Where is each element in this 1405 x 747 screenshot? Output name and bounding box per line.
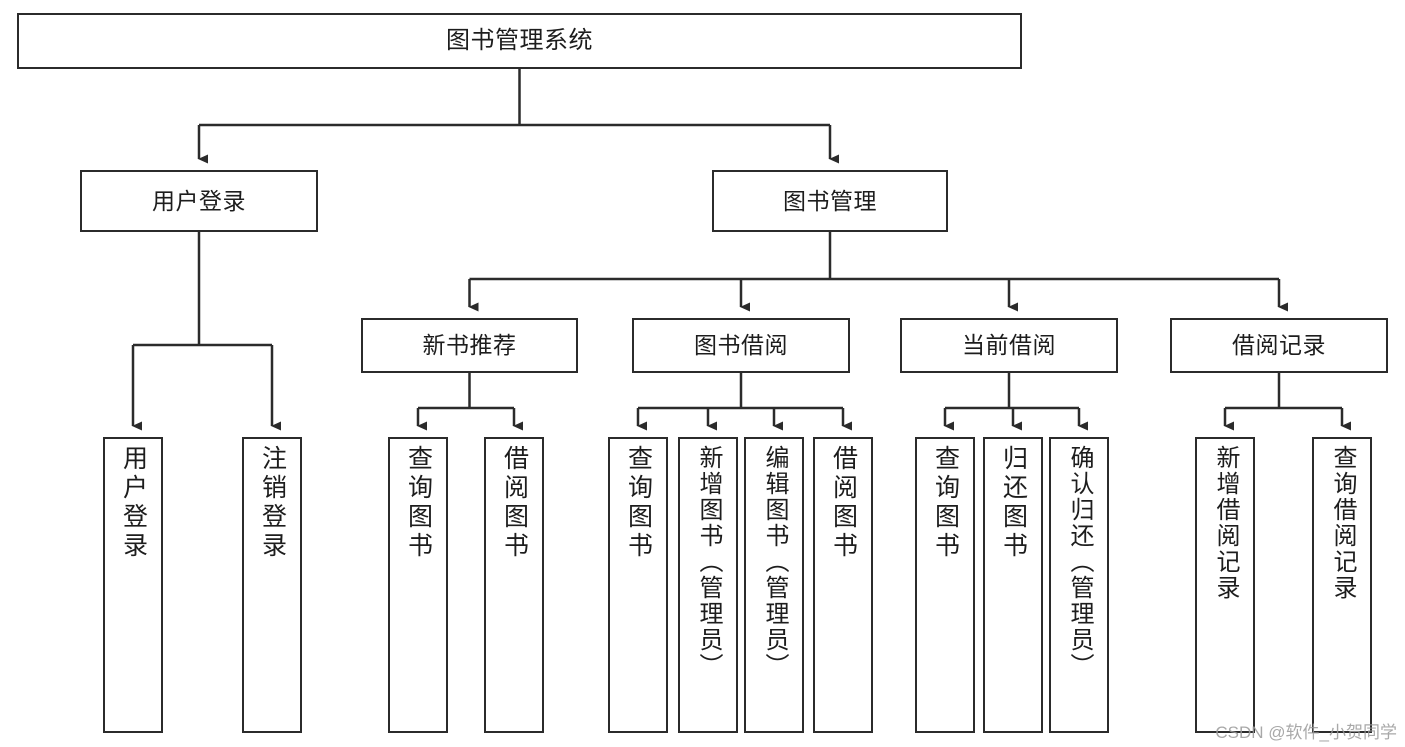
- leaf-user-login[interactable]: 用户登录: [103, 437, 163, 733]
- node-current-borrow-label: 当前借阅: [962, 332, 1056, 359]
- node-root-label: 图书管理系统: [446, 27, 593, 55]
- leaf-query-book-recommend[interactable]: 查询图书: [388, 437, 448, 733]
- leaf-query-book-current[interactable]: 查询图书: [915, 437, 975, 733]
- leaf-return-book-label: 归还图书: [999, 445, 1028, 561]
- leaf-edit-book-admin-label: 编辑图书（管理员）: [761, 445, 788, 679]
- node-book-management[interactable]: 图书管理: [712, 170, 948, 232]
- node-user-login-label: 用户登录: [152, 187, 246, 214]
- leaf-borrow-book-recommend-label: 借阅图书: [500, 445, 529, 561]
- node-borrow-record-label: 借阅记录: [1232, 332, 1326, 359]
- leaf-add-borrow-record[interactable]: 新增借阅记录: [1195, 437, 1255, 733]
- leaf-query-borrow-record[interactable]: 查询借阅记录: [1312, 437, 1372, 733]
- leaf-add-book-admin[interactable]: 新增图书（管理员）: [678, 437, 738, 733]
- leaf-edit-book-admin[interactable]: 编辑图书（管理员）: [744, 437, 804, 733]
- leaf-logout-label: 注销登录: [258, 445, 287, 561]
- node-borrow-record[interactable]: 借阅记录: [1170, 318, 1388, 373]
- leaf-borrow-book-recommend[interactable]: 借阅图书: [484, 437, 544, 733]
- leaf-query-book-borrow[interactable]: 查询图书: [608, 437, 668, 733]
- leaf-confirm-return-admin[interactable]: 确认归还（管理员）: [1049, 437, 1109, 733]
- leaf-query-book-borrow-label: 查询图书: [624, 445, 653, 561]
- leaf-borrow-book[interactable]: 借阅图书: [813, 437, 873, 733]
- node-new-book-recommend-label: 新书推荐: [422, 332, 517, 359]
- node-book-borrow[interactable]: 图书借阅: [632, 318, 850, 373]
- leaf-query-book-current-label: 查询图书: [931, 445, 960, 561]
- leaf-add-book-admin-label: 新增图书（管理员）: [695, 445, 722, 679]
- leaf-query-book-recommend-label: 查询图书: [404, 445, 433, 561]
- leaf-logout[interactable]: 注销登录: [242, 437, 302, 733]
- leaf-user-login-label: 用户登录: [119, 445, 148, 561]
- leaf-query-borrow-record-label: 查询借阅记录: [1329, 445, 1356, 601]
- node-user-login[interactable]: 用户登录: [80, 170, 318, 232]
- leaf-return-book[interactable]: 归还图书: [983, 437, 1043, 733]
- node-current-borrow[interactable]: 当前借阅: [900, 318, 1118, 373]
- node-book-borrow-label: 图书借阅: [694, 332, 788, 359]
- node-root[interactable]: 图书管理系统: [17, 13, 1022, 69]
- leaf-add-borrow-record-label: 新增借阅记录: [1212, 445, 1239, 601]
- leaf-confirm-return-admin-label: 确认归还（管理员）: [1066, 445, 1093, 679]
- leaf-borrow-book-label: 借阅图书: [829, 445, 858, 561]
- node-new-book-recommend[interactable]: 新书推荐: [361, 318, 578, 373]
- node-book-management-label: 图书管理: [783, 187, 877, 214]
